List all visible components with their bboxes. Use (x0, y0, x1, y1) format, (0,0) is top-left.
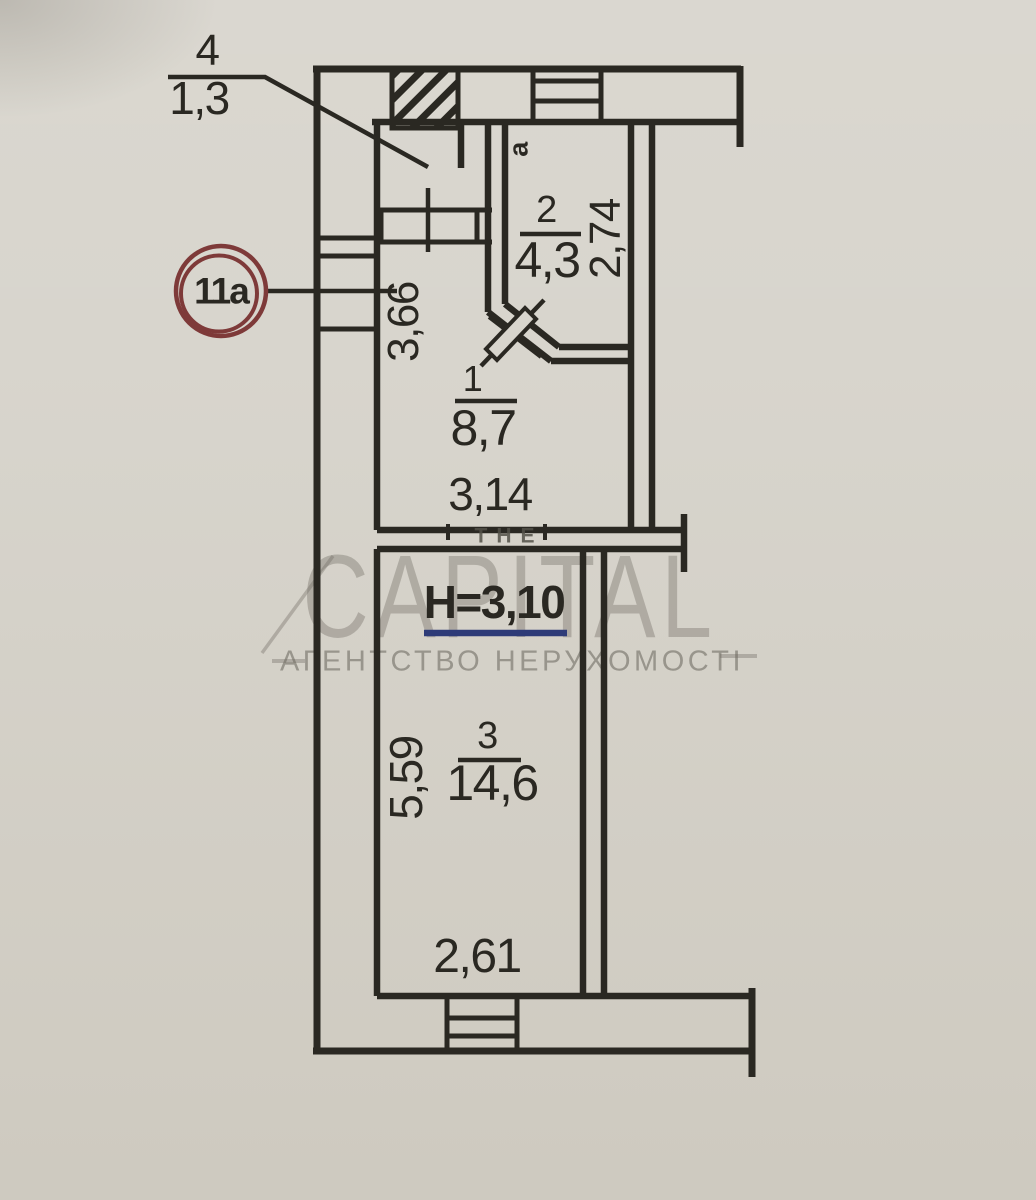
room-1-depth-dimension: 3,66 (379, 282, 428, 362)
room-3-number-label: 3 (477, 715, 498, 757)
ceiling-height-note: Н=3,10 (423, 576, 566, 628)
watermark-rules (260, 554, 757, 663)
room-2-area-label: 4,3 (514, 232, 581, 288)
ventilation-shaft-hatch-icon (389, 65, 461, 131)
door-swing-icon (479, 298, 546, 368)
room-2-depth-dimension: 2,74 (581, 199, 630, 279)
watermark-brand: CAPITAL (302, 530, 718, 664)
room-4-number-label: 4 (195, 26, 220, 75)
watermark-prefix: ТНЕ (474, 524, 544, 548)
unit-number-circle-icon (173, 243, 269, 339)
room-1-area-label: 8,7 (450, 400, 517, 456)
room-1-width-dimension: 3,14 (448, 468, 533, 520)
window-symbols (317, 72, 604, 1050)
watermark-tagline: АГЕНТСТВО НЕРУХОМОСТІ (279, 645, 745, 678)
room-3-area-label: 14,6 (446, 755, 539, 811)
room-2-door-marker: а (503, 143, 534, 157)
room-3-width-dimension: 2,61 (433, 930, 522, 983)
room-2-number-label: 2 (536, 189, 557, 231)
exterior-walls (313, 65, 756, 1077)
room-3-depth-dimension: 5,59 (380, 736, 432, 820)
room-1-number-label: 1 (462, 358, 483, 399)
room-4-area-label: 1,3 (169, 72, 230, 124)
dimension-leaders (168, 74, 581, 763)
unit-number-badge: 11а (194, 270, 250, 312)
interior-walls (372, 118, 752, 1000)
